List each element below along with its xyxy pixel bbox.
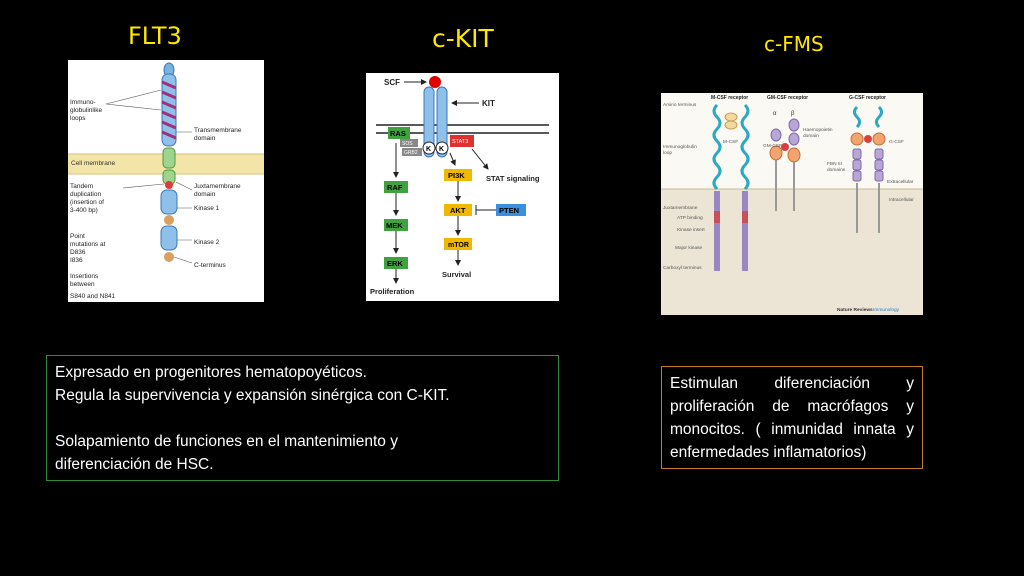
ckit-figure: SCF KIT K K RAS SOS GRB2 STAT3 STAT sign…: [366, 73, 559, 301]
svg-text:mTOR: mTOR: [448, 242, 469, 249]
svg-text:PTEN: PTEN: [499, 206, 519, 215]
svg-text:Survival: Survival: [442, 270, 471, 279]
svg-text:Amino terminus Immunoglobu: Amino terminus Immunoglobulin loop Juxta…: [663, 102, 706, 271]
svg-text:KIT: KIT: [482, 99, 495, 108]
cfms-description-text: Estimulan diferenciación y proliferación…: [670, 375, 914, 461]
cfms-description-box: Estimulan diferenciación y proliferación…: [661, 366, 923, 469]
svg-text:G-CSF: G-CSF: [889, 139, 904, 145]
cfms-figure: M-CSF receptor GM-CSF receptor G-CSF rec…: [661, 93, 923, 315]
svg-text:RAS: RAS: [390, 129, 406, 138]
svg-text:PI3K: PI3K: [448, 171, 465, 180]
cfms-title: c-FMS: [764, 32, 824, 56]
svg-text:G-CSF receptor: G-CSF receptor: [849, 95, 886, 101]
svg-text:GM-CSF receptor: GM-CSF receptor: [767, 95, 808, 101]
svg-text:GM-CSF: GM-CSF: [763, 143, 782, 149]
svg-text:GRB2: GRB2: [404, 150, 418, 156]
svg-text:K: K: [426, 146, 431, 153]
svg-text:α: α: [773, 111, 777, 117]
svg-text:Intracellular: Intracellular: [889, 197, 914, 203]
svg-text:Immunology: Immunology: [873, 307, 900, 313]
svg-text:RAF: RAF: [387, 183, 403, 192]
svg-text:STAT3: STAT3: [452, 139, 468, 145]
svg-text:M-CSF receptor: M-CSF receptor: [711, 95, 748, 101]
svg-text:Tandem duplication (in: Tandem duplication (insertion of 3-400 b…: [70, 183, 106, 214]
svg-text:ERK: ERK: [387, 259, 403, 268]
flt3-line-3: Solapamiento de funciones en el mantenim…: [55, 433, 398, 450]
svg-text:Nature Reviews: Nature Reviews: [837, 307, 873, 313]
svg-text:SOS: SOS: [402, 141, 413, 147]
flt3-title: FLT3: [128, 22, 182, 50]
svg-text:β: β: [791, 111, 795, 117]
svg-text:M-CSF: M-CSF: [723, 139, 738, 145]
svg-text:Transmembrane domain J: Transmembrane domain Juxtamembrane domai…: [194, 127, 243, 269]
svg-text:Immuno- globulinlike l: Immuno- globulinlike loops: [70, 99, 104, 122]
flt3-line-4: diferenciación de HSC.: [55, 456, 214, 473]
svg-text:STAT signaling: STAT signaling: [486, 174, 540, 183]
svg-text:Point mutations at D83: Point mutations at D836 I836 Insertions …: [70, 233, 116, 300]
svg-text:AKT: AKT: [450, 206, 466, 215]
flt3-description-box: Expresado en progenitores hematopoyético…: [46, 355, 559, 481]
svg-text:SCF: SCF: [384, 78, 400, 87]
flt3-figure: Cell membrane Immuno- globulinlike loops…: [68, 60, 264, 302]
svg-text:K: K: [439, 146, 444, 153]
flt3-line-2: Regula la supervivencia y expansión siné…: [55, 387, 450, 404]
svg-text:Extracellular: Extracellular: [887, 179, 914, 185]
svg-text:MEK: MEK: [386, 221, 403, 230]
flt3-line-1: Expresado en progenitores hematopoyético…: [55, 364, 367, 381]
ckit-title: c-KIT: [432, 24, 494, 53]
cell-membrane-label: Cell membrane: [71, 160, 115, 167]
svg-text:Proliferation: Proliferation: [370, 287, 415, 296]
